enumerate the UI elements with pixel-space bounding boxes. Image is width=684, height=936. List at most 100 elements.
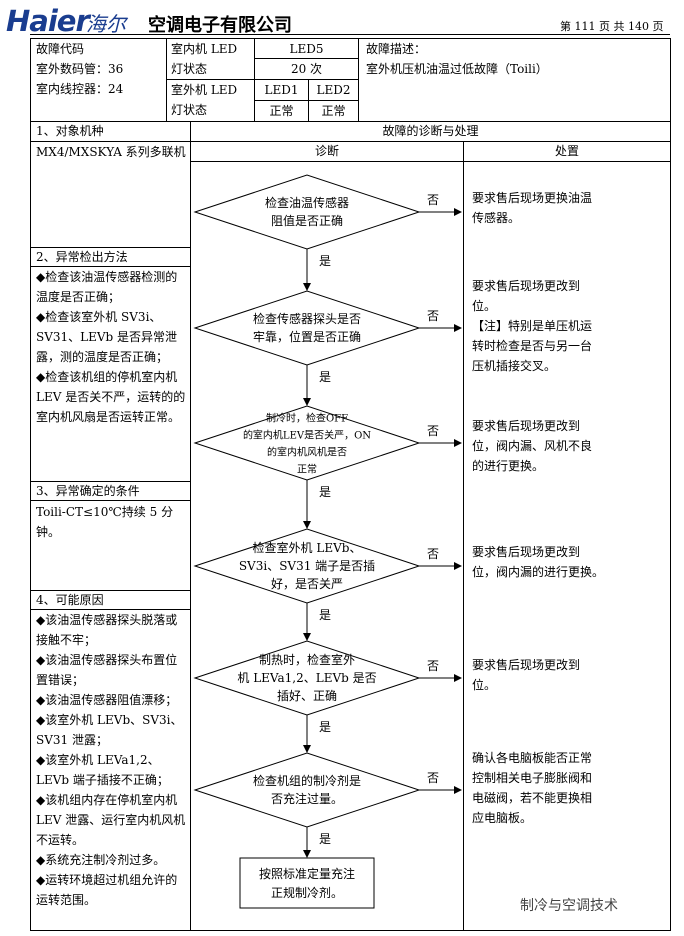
list-item: ◆该室外机 LEVa1,2、LEVb 端子插接不正确； <box>36 753 169 787</box>
decision-text: 机 LEVa1,2、LEVb 是否 <box>237 671 376 685</box>
action-text: 要求售后现场更改到位，阀内漏、风机不良的进行更换。 <box>472 416 662 476</box>
action-line: 传感器。 <box>472 211 521 225</box>
list-item: ◆该机组内存在停机室内机 LEV 泄露、运行室内机风机不运转。 <box>36 793 186 847</box>
outdoor-tube-code: 室外数码管：36 <box>36 62 124 76</box>
action-line: 的进行更换。 <box>472 459 545 473</box>
action-line: 确认各电脑板能否正常 <box>472 751 593 765</box>
final-action-box <box>239 857 375 909</box>
action-line: 位。 <box>472 299 497 313</box>
decision-text: 正常 <box>297 463 317 476</box>
yes-label: 是 <box>319 608 331 622</box>
led5-value: 20 次 <box>290 62 323 76</box>
no-label: 否 <box>427 547 439 561</box>
action-line: 位，阀内漏的进行更换。 <box>472 565 605 579</box>
haier-logo: Haier <box>6 4 90 38</box>
section-1-title: 1、对象机种 <box>36 124 104 138</box>
list-item: ◆该油温传感器探头布置位置错误； <box>36 653 178 687</box>
list-item: ◆该油温传感器探头脱落或接触不牢； <box>36 613 178 647</box>
yes-label: 是 <box>319 254 331 268</box>
decision-text: 检查室外机 LEVb、 <box>253 540 362 555</box>
led1-value: 正常 <box>269 104 294 118</box>
haier-script-logo: 海尔 <box>86 12 126 36</box>
watermark: 制冷与空调技术 <box>520 898 618 914</box>
led5-label: LED5 <box>289 42 324 56</box>
section-2-list: ◆检查该油温传感器检测的温度是否正确； ◆检查该室外机 SV3i、SV31、LE… <box>36 267 186 427</box>
action-text: 要求售后现场更换油温传感器。 <box>472 188 662 228</box>
fault-code-label: 故障代码 <box>36 42 85 56</box>
action-line: 应电脑板。 <box>472 811 533 825</box>
decision-text: 检查传感器探头是否 <box>253 311 361 326</box>
final-action-text: 正规制冷剂。 <box>271 885 343 900</box>
action-line: 要求售后现场更改到 <box>472 279 581 293</box>
list-item: ◆检查该室外机 SV3i、SV31、LEVb 是否异常泄露，测的温度是否正确； <box>36 310 178 364</box>
outdoor-led-label: 室外机 LED 灯状态 <box>171 83 238 117</box>
action-line: 要求售后现场更改到 <box>472 419 581 433</box>
section-4-list: ◆该油温传感器探头脱落或接触不牢； ◆该油温传感器探头布置位置错误； ◆该油温传… <box>36 610 186 910</box>
decision-text: 插好、正确 <box>277 689 337 703</box>
action-line: 要求售后现场更改到 <box>472 658 581 672</box>
action-line: 转时检查是否与另一台 <box>472 339 593 353</box>
yes-label: 是 <box>319 485 331 499</box>
action-text: 要求售后现场更改到位。【注】特别是单压机运转时检查是否与另一台压机插接交叉。 <box>472 276 662 376</box>
decision-text: 好，是否关严 <box>271 577 343 591</box>
section-4-title: 4、可能原因 <box>36 593 104 607</box>
action-line: 电磁阀，若不能更换相 <box>472 791 593 805</box>
decision-text: 牢靠，位置是否正确 <box>253 329 361 344</box>
decision-text: SV3i、SV31 端子是否插 <box>239 559 375 573</box>
list-item: ◆检查该油温传感器检测的温度是否正确； <box>36 270 178 304</box>
led1-label: LED1 <box>264 83 299 97</box>
company-name: 空调电子有限公司 <box>148 15 292 36</box>
led2-label: LED2 <box>316 83 351 97</box>
action-line: 要求售后现场更换油温 <box>472 191 593 205</box>
action-line: 压机插接交叉。 <box>472 359 557 373</box>
section-3-text: Toili-CT≤10℃持续 5 分钟。 <box>36 505 174 539</box>
header-rule <box>30 34 670 35</box>
indoor-led-label: 室内机 LED 灯状态 <box>171 42 238 76</box>
decision-text: 制冷时，检查OFF <box>266 412 348 425</box>
decision-text: 制热时，检查室外 <box>259 652 355 667</box>
diagnosis-title: 故障的诊断与处理 <box>382 124 479 138</box>
action-line: 【注】特别是单压机运 <box>472 319 593 333</box>
section-2-title: 2、异常检出方法 <box>36 250 128 264</box>
section-1-text: MX4/MXSKYA 系列多联机 <box>36 145 186 159</box>
final-action-text: 按照标准定量充注 <box>259 866 355 881</box>
indoor-controller-code: 室内线控器：24 <box>36 82 124 96</box>
column-handling: 处置 <box>554 144 579 158</box>
action-text: 要求售后现场更改到位，阀内漏的进行更换。 <box>472 542 662 582</box>
decision-diamond <box>193 290 421 366</box>
list-item: ◆运转环境超过机组允许的运转范围。 <box>36 873 178 907</box>
action-line: 位。 <box>472 678 497 692</box>
action-text: 确认各电脑板能否正常控制相关电子膨胀阀和电磁阀，若不能更换相应电脑板。 <box>472 748 662 828</box>
decision-text: 的室内机LEV是否关严，ON <box>243 429 371 442</box>
page-info: 第 111 页 共 140 页 <box>560 20 664 33</box>
action-line: 控制相关电子膨胀阀和 <box>472 771 593 785</box>
led2-value: 正常 <box>321 104 346 118</box>
decision-text: 检查油温传感器 <box>265 195 349 210</box>
action-line: 要求售后现场更改到 <box>472 545 581 559</box>
decision-text: 否充注过量。 <box>271 791 343 806</box>
decision-text: 的室内机风机是否 <box>267 446 347 459</box>
list-item: ◆系统充注制冷剂过多。 <box>36 853 166 867</box>
column-diagnosis: 诊断 <box>314 144 339 158</box>
yes-label: 是 <box>319 720 331 734</box>
list-item: ◆该室外机 LEVb、SV3i、SV31 泄露； <box>36 713 183 747</box>
no-label: 否 <box>427 193 439 207</box>
no-label: 否 <box>427 659 439 673</box>
yes-label: 是 <box>319 370 331 384</box>
section-3-title: 3、异常确定的条件 <box>36 484 140 498</box>
action-line: 位，阀内漏、风机不良 <box>472 439 593 453</box>
fault-desc-label: 故障描述： <box>366 42 427 56</box>
decision-text: 阻值是否正确 <box>271 213 343 228</box>
decision-text: 检查机组的制冷剂是 <box>253 773 361 788</box>
yes-label: 是 <box>319 832 331 846</box>
list-item: ◆检查该机组的停机室内机 LEV 是否关不严，运转的的室内机风扇是否运转正常。 <box>36 370 186 424</box>
decision-diamond <box>193 174 421 250</box>
decision-diamond <box>193 752 421 828</box>
no-label: 否 <box>427 424 439 438</box>
fault-desc-text: 室外机压机油温过低故障（Toili） <box>366 62 548 76</box>
list-item: ◆该油温传感器阻值漂移； <box>36 693 178 707</box>
no-label: 否 <box>427 309 439 323</box>
action-text: 要求售后现场更改到位。 <box>472 655 662 695</box>
no-label: 否 <box>427 771 439 785</box>
